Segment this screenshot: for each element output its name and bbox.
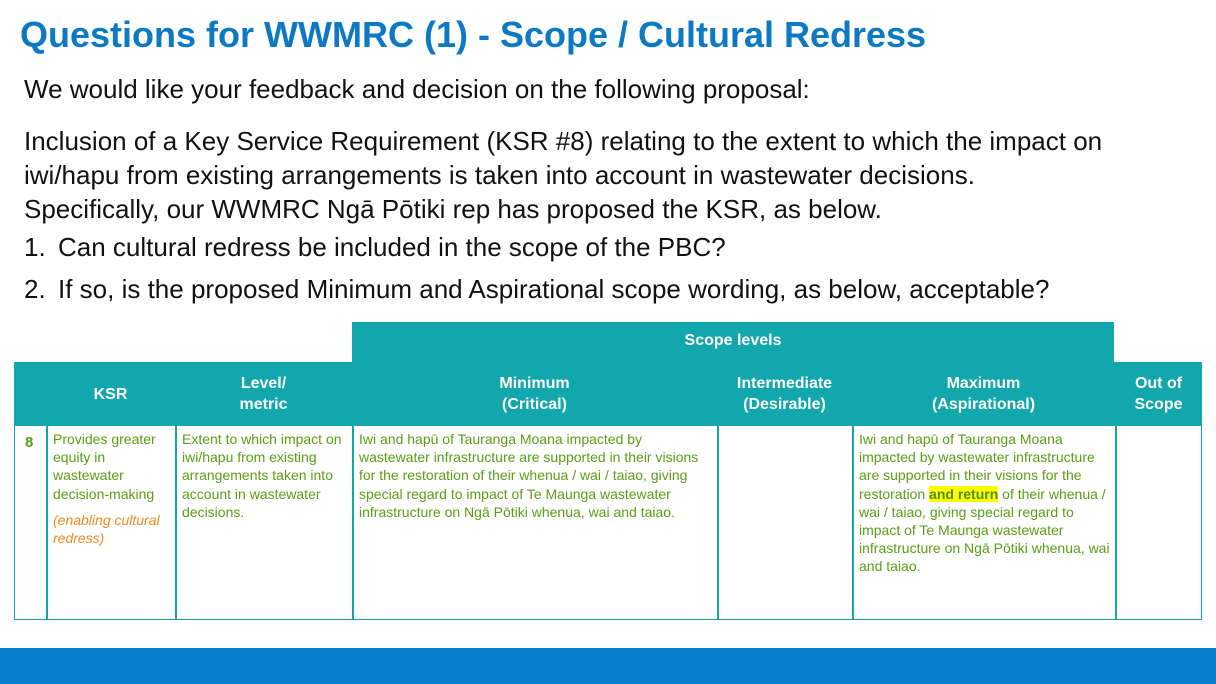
- question-number: 1.: [24, 232, 46, 262]
- ksr-text: Provides greater equity in wastewater de…: [53, 431, 156, 502]
- proposal-text: Inclusion of a Key Service Requirement (…: [24, 124, 1204, 226]
- header-level-metric: Level/ metric: [175, 362, 352, 426]
- header-maximum-line1: Maximum: [946, 375, 1021, 392]
- ksr-note: (enabling cultural redress): [53, 511, 160, 547]
- header-minimum-line1: Minimum: [499, 375, 570, 392]
- question-number: 2.: [24, 274, 46, 304]
- column-divider: [175, 426, 177, 620]
- cell-level-metric: Extent to which impact on iwi/hapu from …: [182, 431, 342, 520]
- header-minimum-line2: (Critical): [502, 396, 567, 413]
- intro-text: We would like your feedback and decision…: [24, 74, 810, 104]
- header-maximum-line2: (Aspirational): [931, 396, 1036, 413]
- header-intermediate-line2: (Desirable): [743, 396, 826, 413]
- row-number: 8: [25, 434, 34, 451]
- column-divider: [717, 426, 719, 620]
- header-out-line1: Out of: [1134, 375, 1183, 392]
- header-ksr-label: KSR: [93, 385, 128, 403]
- header-minimum: Minimum (Critical): [352, 362, 717, 426]
- scope-levels-header: Scope levels: [352, 322, 1114, 362]
- column-divider: [352, 426, 354, 620]
- question-list: 1. Can cultural redress be included in th…: [24, 230, 1049, 314]
- header-out-line2: Scope: [1134, 396, 1183, 413]
- column-divider: [46, 426, 48, 620]
- proposal-line: iwi/hapu from existing arrangements is t…: [24, 160, 975, 190]
- question-text: Can cultural redress be included in the …: [58, 232, 726, 262]
- column-divider: [852, 426, 854, 620]
- question-item: 2. If so, is the proposed Minimum and Asp…: [24, 272, 1049, 314]
- question-text: If so, is the proposed Minimum and Aspir…: [58, 274, 1050, 304]
- proposal-line: Inclusion of a Key Service Requirement (…: [24, 126, 1103, 156]
- header-maximum: Maximum (Aspirational): [852, 362, 1115, 426]
- header-level-line1: Level/: [240, 375, 287, 392]
- maximum-text-after: of their whenua / wai / taiao, giving sp…: [859, 485, 1110, 575]
- cell-ksr: Provides greater equity in wastewater de…: [53, 430, 173, 547]
- header-ksr: KSR: [46, 362, 175, 426]
- table-header-row: KSR Level/ metric Minimum (Critical) Int…: [14, 362, 1202, 426]
- column-divider: [1115, 426, 1117, 620]
- header-out-of-scope: Out of Scope: [1115, 362, 1202, 426]
- header-intermediate-line1: Intermediate: [736, 375, 833, 392]
- maximum-text-before: Iwi and hapū of Tauranga Moana impacted …: [859, 431, 1095, 502]
- proposal-line: Specifically, our WWMRC Ngā Pōtiki rep h…: [24, 194, 882, 224]
- footer-bar: [0, 648, 1216, 684]
- header-intermediate: Intermediate (Desirable): [717, 362, 852, 426]
- table-row: 8 Provides greater equity in wastewater …: [14, 426, 1202, 620]
- cell-minimum: Iwi and hapū of Tauranga Moana impacted …: [359, 431, 699, 520]
- slide-title: Questions for WWMRC (1) - Scope / Cultur…: [20, 14, 927, 55]
- header-level-line2: metric: [239, 396, 288, 413]
- maximum-highlight: and return: [929, 485, 999, 502]
- question-item: 1. Can cultural redress be included in th…: [24, 230, 1049, 272]
- cell-maximum: Iwi and hapū of Tauranga Moana impacted …: [859, 430, 1113, 576]
